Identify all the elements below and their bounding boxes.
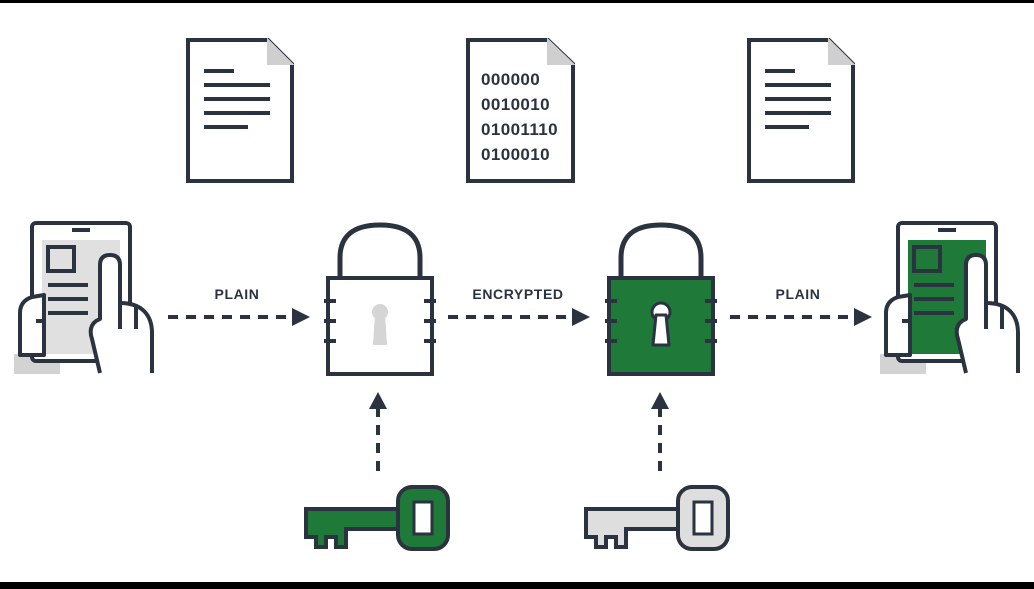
arrow-encrypted-to-lock	[448, 308, 590, 326]
arrow-plain-to-lock	[168, 308, 310, 326]
decrypted-document-icon	[747, 37, 856, 183]
label-plain-left: PLAIN	[215, 286, 260, 302]
encryption-diagram: 000000 0010010 01001110 0100010	[14, 37, 1020, 551]
arrow-lock-to-plain	[730, 308, 872, 326]
encrypt-key-icon	[304, 485, 450, 551]
plain-document-icon	[186, 37, 295, 183]
sender-tablet-hand-icon	[14, 221, 154, 374]
diagram-canvas: 000000 0010010 01001110 0100010	[0, 3, 1034, 582]
encrypt-padlock-icon	[324, 222, 436, 376]
arrow-key-to-encrypt-lock	[369, 392, 387, 471]
label-plain-right: PLAIN	[776, 286, 821, 302]
decrypt-padlock-icon	[605, 222, 717, 376]
keyhole-icon	[372, 304, 388, 345]
binary-line-2: 0010010	[481, 95, 550, 114]
receiver-tablet-hand-icon	[880, 221, 1020, 374]
binary-line-4: 0100010	[481, 145, 550, 164]
decrypt-key-icon	[584, 485, 730, 551]
arrow-key-to-decrypt-lock	[651, 392, 669, 471]
binary-line-3: 01001110	[481, 120, 558, 139]
label-encrypted: ENCRYPTED	[472, 286, 563, 302]
keyhole-icon	[650, 301, 672, 347]
binary-line-1: 000000	[481, 70, 540, 89]
encrypted-document: 000000 0010010 01001110 0100010	[466, 37, 576, 183]
